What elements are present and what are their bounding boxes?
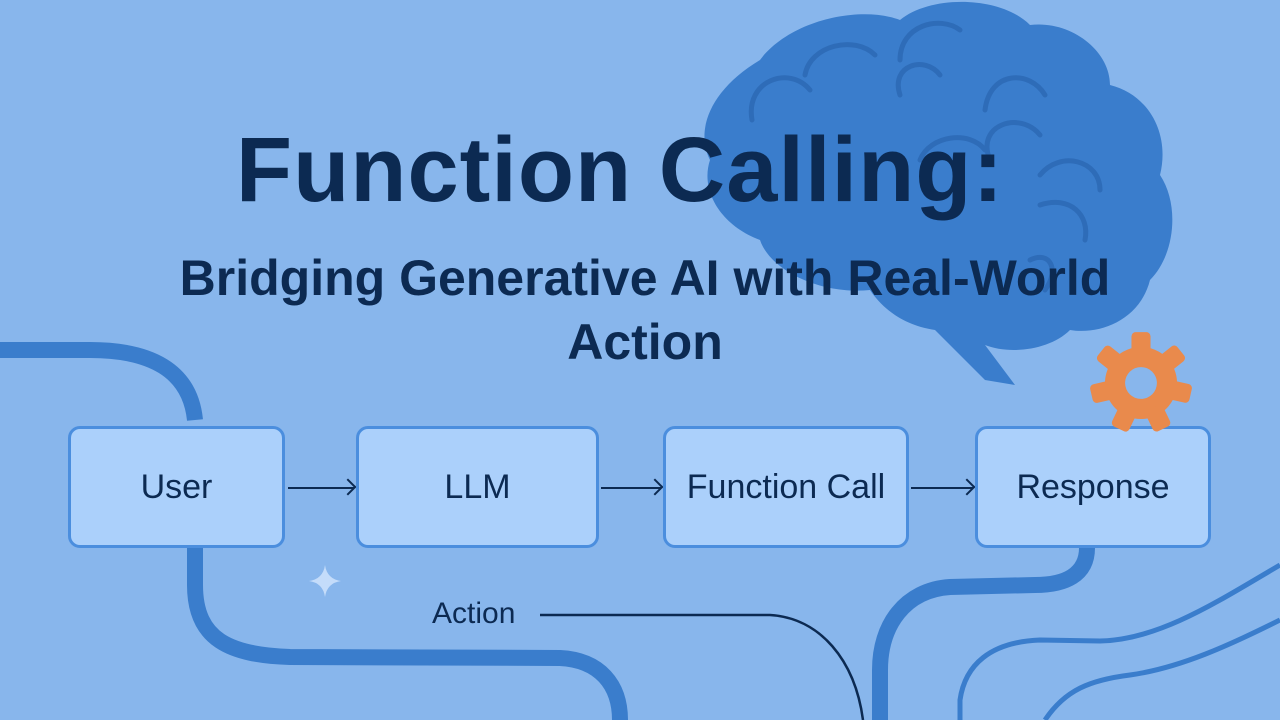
- subtitle-line-2: Action: [567, 314, 723, 370]
- node-label: Function Call: [686, 467, 886, 506]
- page-subtitle: Bridging Generative AI with Real-World A…: [5, 246, 1280, 374]
- flow-node-response: Response: [975, 426, 1211, 548]
- node-label: LLM: [444, 467, 511, 506]
- action-label: Action: [432, 597, 516, 630]
- node-label: User: [140, 467, 213, 506]
- sparkle-icon: [309, 565, 341, 597]
- node-label: Response: [1016, 467, 1170, 506]
- flow-node-function-call: Function Call: [663, 426, 909, 548]
- flow-node-user: User: [68, 426, 285, 548]
- page-title: Function Calling:: [235, 119, 1005, 221]
- brain-icon: [704, 1, 1173, 385]
- subtitle-line-1: Bridging Generative AI with Real-World: [179, 250, 1111, 306]
- arrow-llm-to-function-call: [601, 487, 661, 489]
- arrow-user-to-llm: [288, 487, 354, 489]
- arrow-function-call-to-response: [911, 487, 973, 489]
- gear-icon: [1090, 332, 1192, 432]
- flow-node-llm: LLM: [356, 426, 599, 548]
